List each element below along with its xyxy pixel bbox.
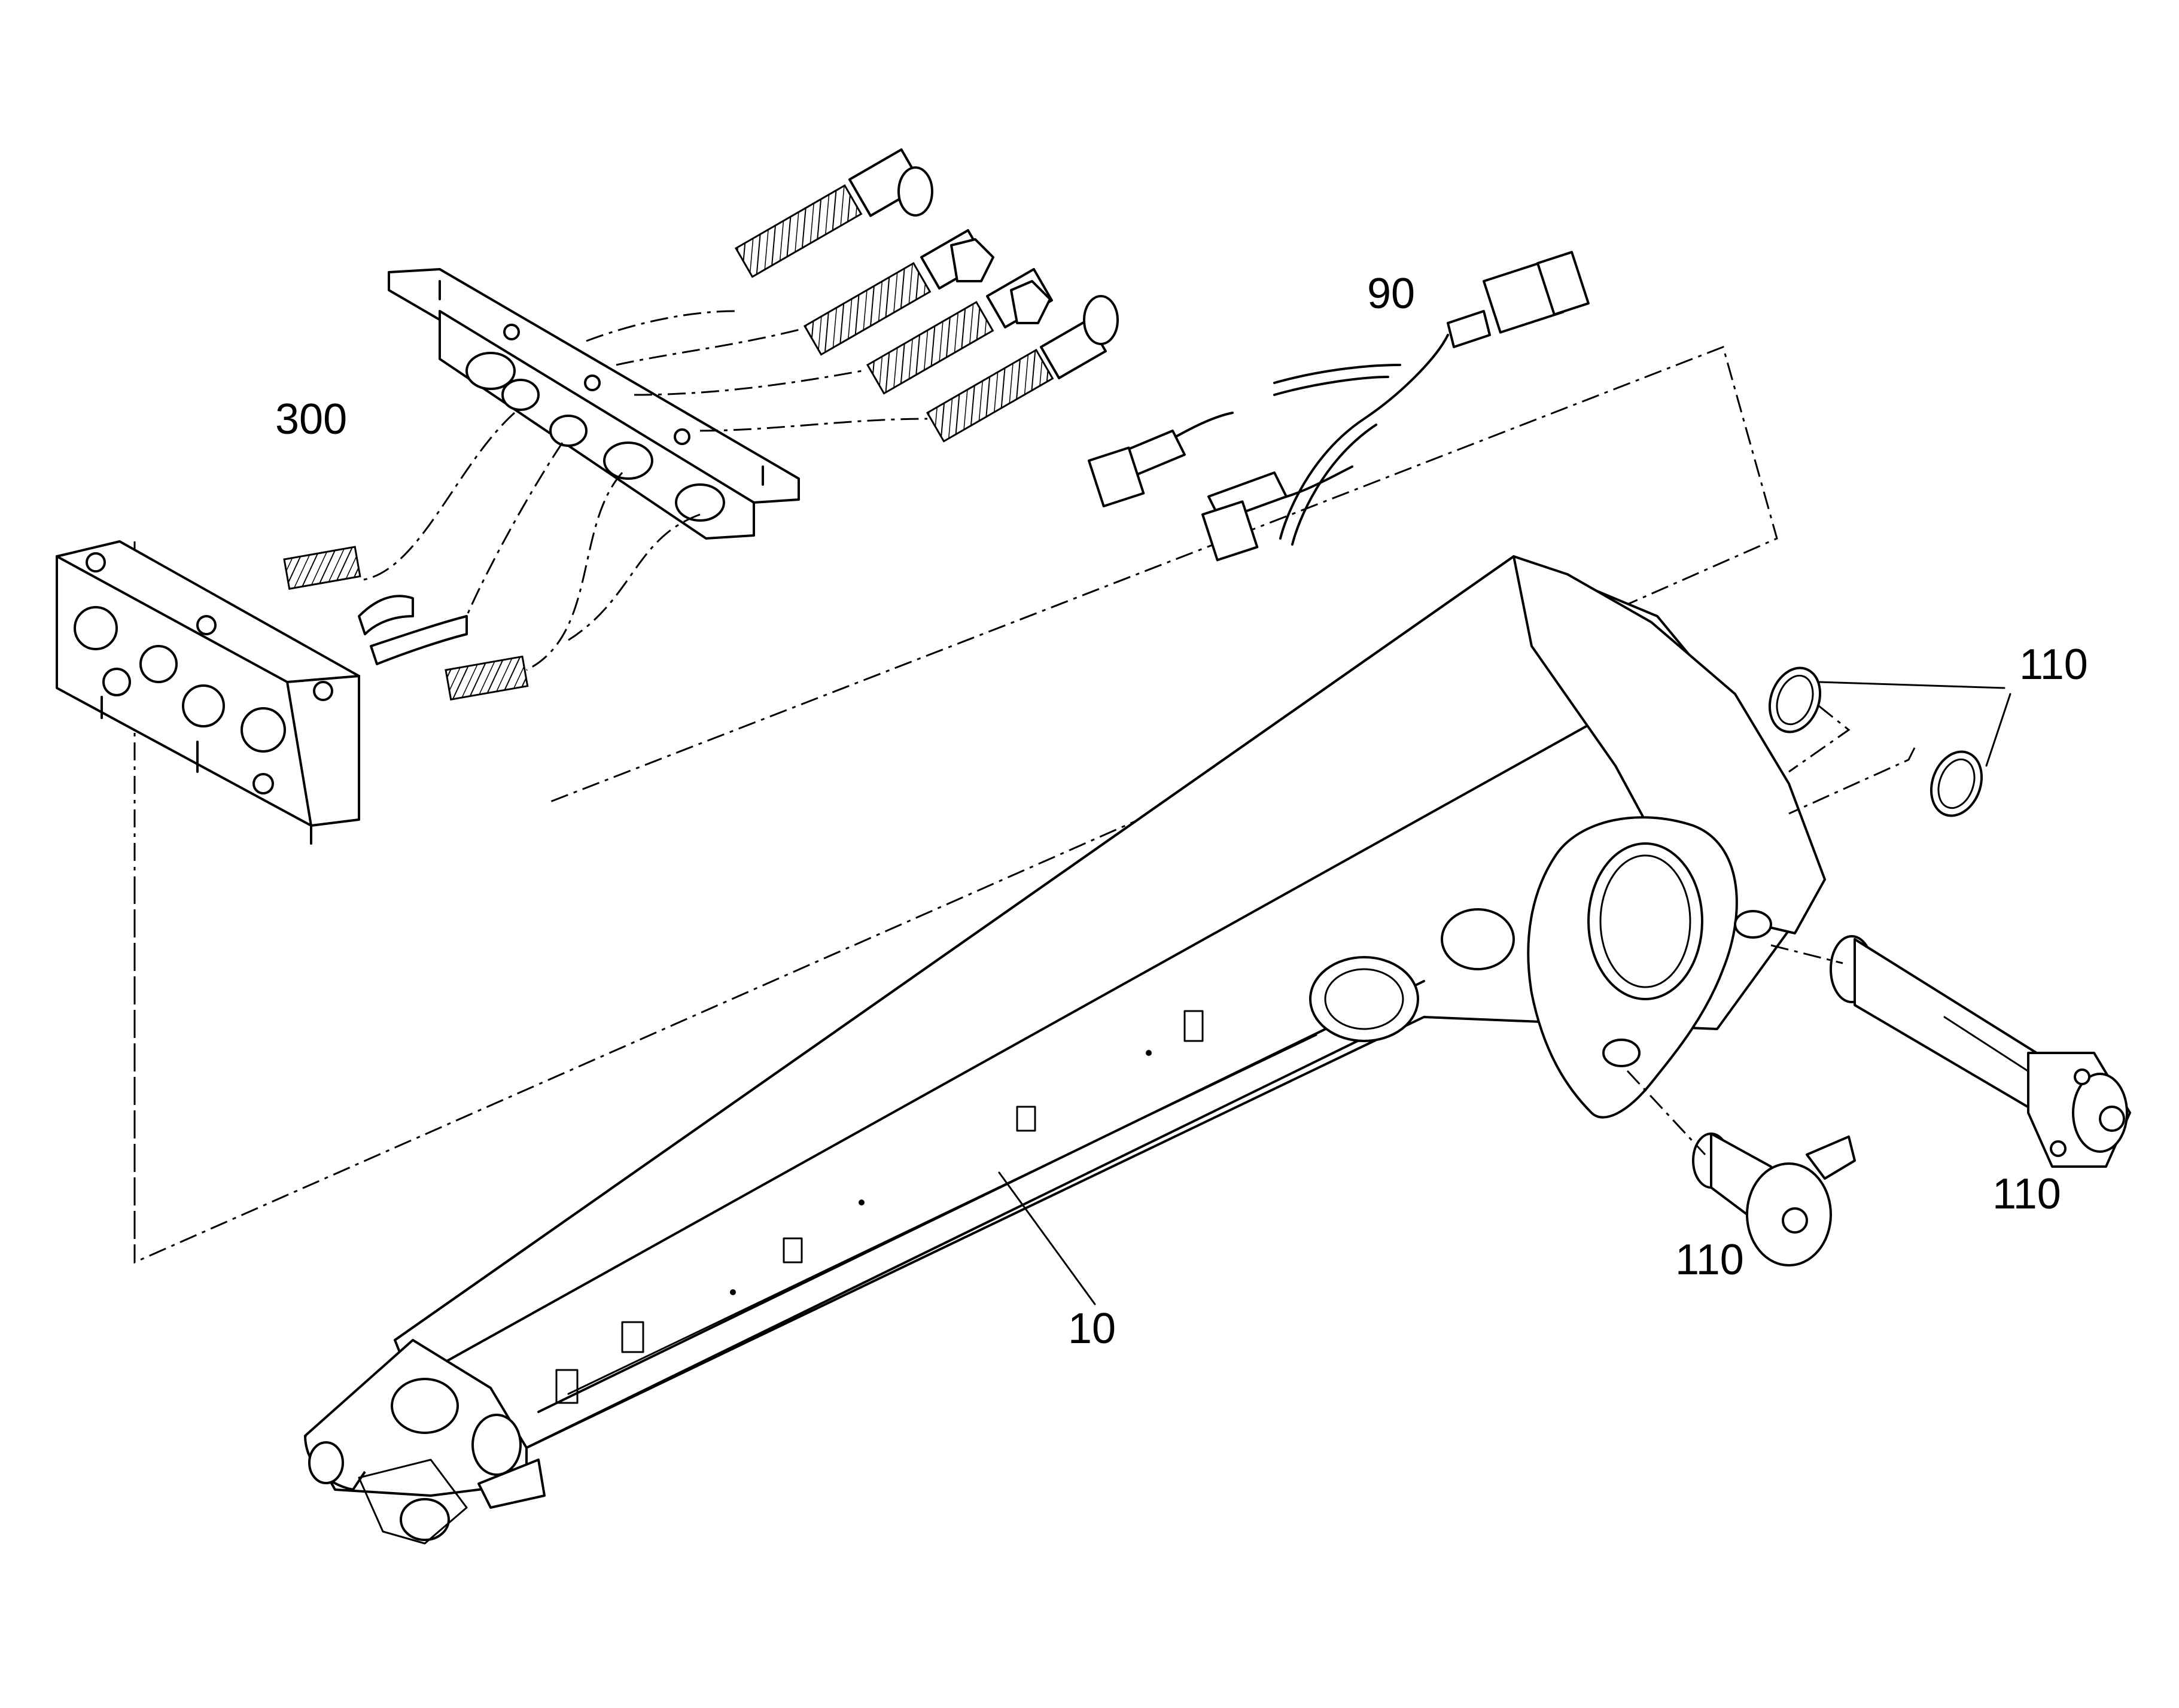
- callout-90: 90: [1367, 270, 1416, 318]
- callout-110-rings: 110: [2019, 641, 2088, 689]
- callout-10: 10: [1068, 1305, 1116, 1353]
- callout-110-bolt: 110: [1992, 1170, 2061, 1218]
- hose-fittings: [283, 148, 1119, 701]
- hose-routing-lines: [358, 310, 928, 671]
- valve-block: [56, 540, 360, 845]
- boom-pivot-pin: [1770, 935, 2131, 1168]
- assembly-boundary-line: [133, 346, 1778, 1264]
- retaining-rings: [1768, 666, 2011, 817]
- lock-pin: [1626, 1070, 1856, 1266]
- callout-300: 300: [275, 395, 348, 443]
- hose-bracket: [388, 268, 800, 540]
- callout-110-pin: 110: [1675, 1236, 1744, 1284]
- cable-harness: [1087, 251, 1590, 562]
- leader-line-10: [998, 1171, 1096, 1305]
- boom-arm: [304, 555, 1826, 1545]
